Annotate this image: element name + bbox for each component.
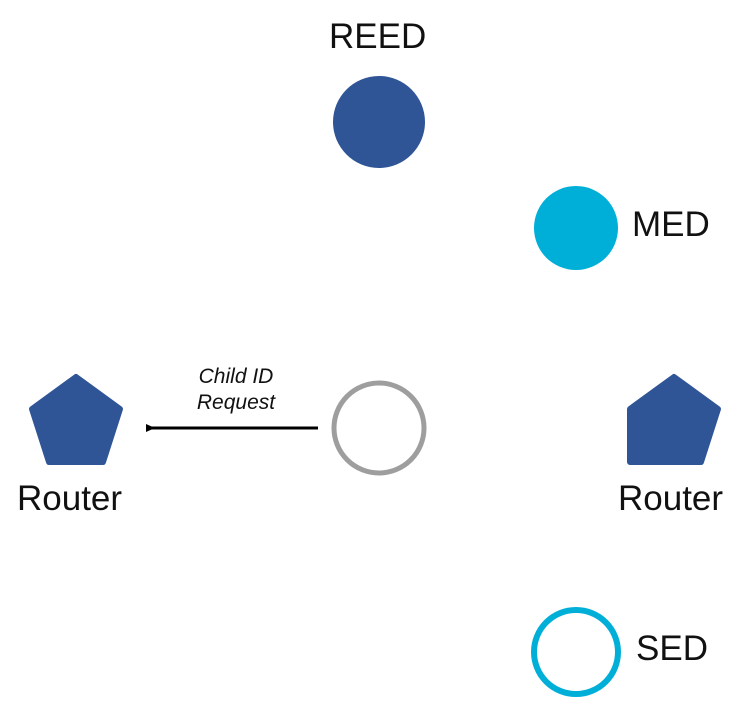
node-reed-shape[interactable]	[333, 76, 425, 168]
edge-label-child-id-request: Child ID Request	[170, 364, 302, 416]
node-router-right-shape[interactable]	[627, 374, 721, 465]
node-med-shape[interactable]	[534, 186, 618, 270]
edge-label-line-1: Child ID	[198, 365, 274, 388]
node-label-reed: REED	[329, 17, 427, 56]
node-label-sed: SED	[636, 629, 708, 668]
node-label-med: MED	[632, 205, 710, 244]
node-label-router-right: Router	[618, 479, 724, 518]
node-joining-device-shape[interactable]	[331, 380, 427, 476]
node-sed-shape[interactable]	[531, 607, 621, 697]
node-label-router-left: Router	[17, 479, 123, 518]
edge-label-line-2: Request	[196, 391, 276, 414]
node-router-left-shape[interactable]	[29, 374, 123, 465]
